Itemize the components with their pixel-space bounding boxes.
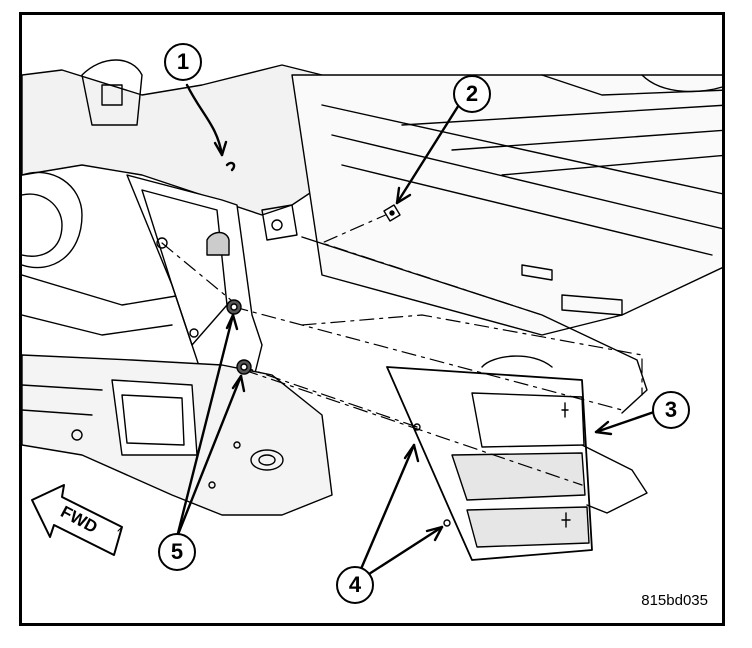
- alignment-lines: [161, 212, 643, 486]
- figure-id: 815bd035: [641, 592, 708, 609]
- tail-lamp: [386, 355, 593, 561]
- callout-3-label: 3: [664, 397, 678, 422]
- diagram-frame: FWD 1 2 3 4 5 815bd035: [19, 12, 725, 626]
- callout-1: 1: [164, 43, 202, 81]
- line-art: FWD: [22, 59, 722, 585]
- fasteners: [226, 204, 401, 375]
- lower-body: [22, 354, 333, 516]
- nut-lower: [236, 359, 252, 375]
- callout-5-label: 5: [170, 539, 184, 564]
- fwd-arrow: FWD: [31, 484, 123, 556]
- nut-upper: [226, 299, 242, 315]
- callout-2: 2: [453, 75, 491, 113]
- cargo-floor: [291, 74, 722, 336]
- callout-2-label: 2: [465, 81, 479, 106]
- callout-1-label: 1: [176, 49, 190, 74]
- clip-upper: [383, 204, 401, 222]
- callout-4-label: 4: [348, 572, 362, 597]
- callout-3: 3: [652, 391, 690, 429]
- callout-5: 5: [158, 533, 196, 571]
- enclosure-outline: [301, 236, 648, 514]
- leader-lines: [175, 83, 656, 585]
- callout-4: 4: [336, 566, 374, 604]
